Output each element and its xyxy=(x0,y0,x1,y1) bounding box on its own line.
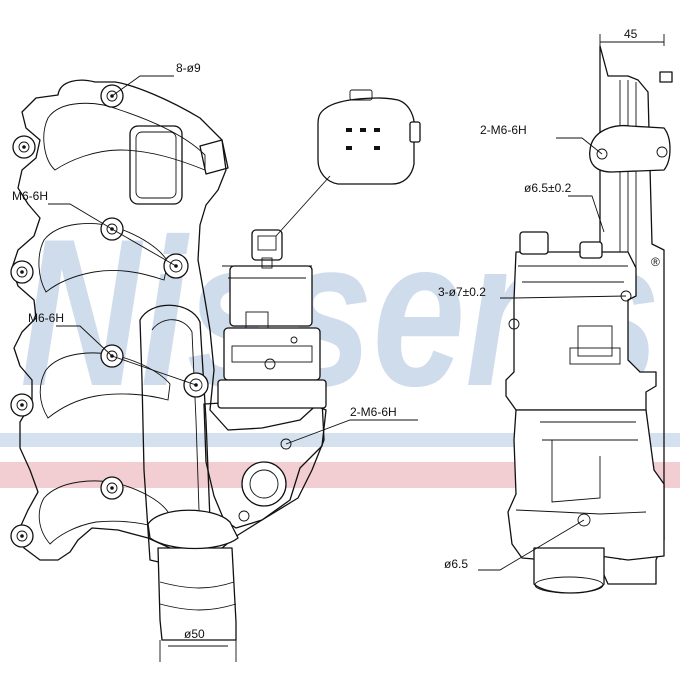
callout-dia-65: ø6.5 xyxy=(444,557,468,571)
callout-labels: 8-ø9 M6-6H M6-6H 2-M6-6H 2-M6-6H ø6.5±0.… xyxy=(12,27,638,641)
side-valve-housing xyxy=(505,251,657,411)
bolt-hole xyxy=(10,260,34,284)
watermark-band-blue xyxy=(0,433,680,447)
side-lug xyxy=(589,124,671,173)
callout-m6-side: 2-M6-6H xyxy=(480,123,527,137)
outlet-pipe xyxy=(147,509,239,662)
side-lower-housing xyxy=(507,409,665,561)
side-view xyxy=(478,34,673,594)
manifold-tab xyxy=(199,139,229,175)
watermark-reg-mark: ® xyxy=(651,255,660,269)
bolt-hole xyxy=(12,135,36,159)
bolt-hole xyxy=(10,393,34,417)
bolt-holes xyxy=(10,84,124,548)
callout-dia-65-tol: ø6.5±0.2 xyxy=(524,181,572,195)
connector-pins-icon xyxy=(275,89,421,237)
manifold-rect-port xyxy=(129,125,183,205)
runner-tube-inner xyxy=(151,319,201,541)
callout-m6-upper: M6-6H xyxy=(12,189,48,203)
egr-valve-body xyxy=(217,265,327,409)
callout-width-45: 45 xyxy=(624,27,638,41)
callout-holes-8: 8-ø9 xyxy=(176,61,201,75)
callout-dia-7-tol: 3-ø7±0.2 xyxy=(438,285,486,299)
manifold-flange-outline xyxy=(11,79,325,561)
side-plate xyxy=(599,45,665,585)
side-spigot xyxy=(533,547,605,594)
bolt-hole xyxy=(10,524,34,548)
callout-m6-front: 2-M6-6H xyxy=(350,405,397,419)
manifold-port-1 xyxy=(43,102,206,171)
callout-dia-50: ø50 xyxy=(184,627,205,641)
callout-m6-lower: M6-6H xyxy=(28,311,64,325)
valve-socket xyxy=(251,229,283,269)
leader-lines xyxy=(48,75,418,445)
bolt-hole xyxy=(100,476,124,500)
manifold-rect-port-inner xyxy=(135,131,177,199)
front-view xyxy=(10,75,421,662)
